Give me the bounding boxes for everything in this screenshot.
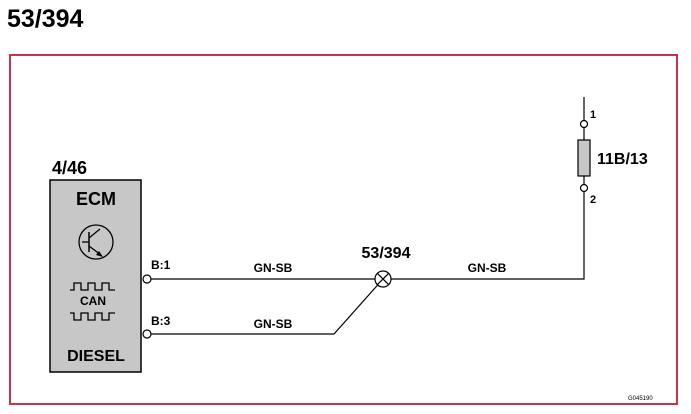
- can-label: CAN: [80, 294, 106, 308]
- fuse-body: [577, 139, 591, 177]
- ecm-code: 4/46: [52, 158, 87, 178]
- connector-pin-1: [579, 119, 589, 129]
- transistor-icon: [78, 224, 114, 260]
- can-signal-icon: [70, 282, 115, 321]
- ecm-pin-b3-label: B:3: [151, 314, 171, 328]
- diagram-frame: [9, 54, 678, 405]
- wire-label-b1: GN-SB: [254, 261, 293, 275]
- figure-code: G045190: [628, 396, 653, 402]
- connector-pin-1-label: 1: [590, 109, 596, 121]
- diesel-label: DIESEL: [67, 348, 125, 365]
- ecm-name: ECM: [76, 189, 116, 209]
- splice-label: 53/394: [362, 245, 411, 262]
- wire-b3-to-splice: [151, 278, 384, 335]
- splice-icon: [374, 270, 392, 288]
- wire-splice-to-connector: [383, 192, 585, 280]
- ecm-pin-b1: [142, 274, 152, 284]
- ecm-pin-b1-label: B:1: [151, 258, 171, 272]
- connector-label: 11B/13: [597, 151, 648, 168]
- connector-pin-2-label: 2: [590, 194, 596, 206]
- page-title: 53/394: [7, 5, 84, 33]
- wire-label-right: GN-SB: [468, 261, 507, 275]
- ecm-pin-b3: [142, 329, 152, 339]
- ecm-box: [49, 179, 142, 373]
- wire-label-b3: GN-SB: [254, 317, 293, 331]
- connector-pin-2: [579, 183, 589, 193]
